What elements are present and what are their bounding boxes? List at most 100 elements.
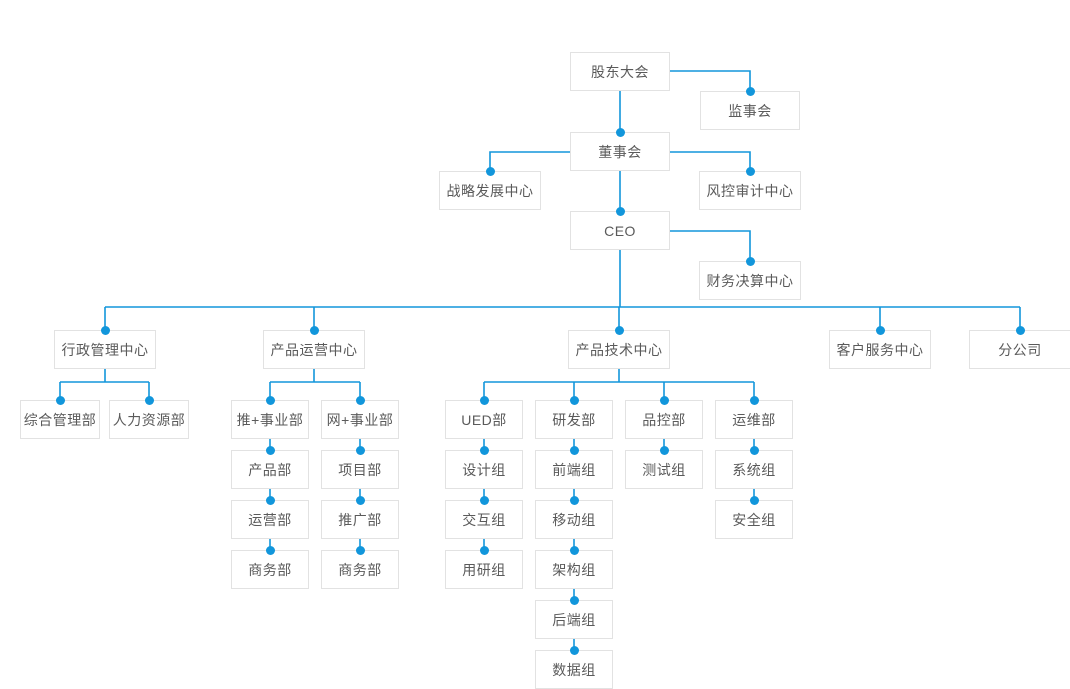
org-node-ops_tui_prod[interactable]: 产品部 bbox=[231, 450, 309, 489]
connector-dot-rnd_arch bbox=[569, 545, 579, 555]
connector-dot-prodtech bbox=[614, 325, 624, 335]
org-node-label: 后端组 bbox=[552, 611, 596, 628]
connector-dot-ops_wang_prom bbox=[355, 495, 365, 505]
org-node-ued_design[interactable]: 设计组 bbox=[445, 450, 523, 489]
connector-dot-rnd_data bbox=[569, 645, 579, 655]
org-node-admin_hr[interactable]: 人力资源部 bbox=[109, 400, 189, 439]
board-elbow-strategy bbox=[489, 151, 570, 171]
connector-dot-ceo bbox=[615, 206, 625, 216]
org-node-qa_test[interactable]: 测试组 bbox=[625, 450, 703, 489]
connector-dot-custservice bbox=[875, 325, 885, 335]
connector-dot-ops_wang_proj bbox=[355, 445, 365, 455]
connector-dot-rnd bbox=[569, 395, 579, 405]
org-node-ops_wang[interactable]: 网+事业部 bbox=[321, 400, 399, 439]
connector-dot-ops_sec bbox=[749, 495, 759, 505]
org-node-branch[interactable]: 分公司 bbox=[969, 330, 1070, 369]
org-node-label: 品控部 bbox=[642, 411, 686, 428]
org-node-ued_research[interactable]: 用研组 bbox=[445, 550, 523, 589]
org-node-label: 架构组 bbox=[552, 561, 596, 578]
org-node-label: 安全组 bbox=[732, 511, 776, 528]
org-node-ops_tui_ops[interactable]: 运营部 bbox=[231, 500, 309, 539]
org-node-label: 股东大会 bbox=[591, 63, 649, 80]
org-node-label: 研发部 bbox=[552, 411, 596, 428]
org-node-label: UED部 bbox=[461, 411, 507, 428]
org-node-finance[interactable]: 财务决算中心 bbox=[699, 261, 801, 300]
org-node-label: 产品部 bbox=[248, 461, 292, 478]
connector-dot-ops_sys bbox=[749, 445, 759, 455]
connector-dot-board bbox=[615, 127, 625, 137]
org-node-rnd_data[interactable]: 数据组 bbox=[535, 650, 613, 689]
shareholders-elbow-supervisors bbox=[670, 70, 751, 91]
org-node-supervisors[interactable]: 监事会 bbox=[700, 91, 800, 130]
connector-dot-riskaudit bbox=[745, 166, 755, 176]
connector-dot-ued_inter bbox=[479, 495, 489, 505]
org-node-rnd_mobile[interactable]: 移动组 bbox=[535, 500, 613, 539]
connector-dot-admin bbox=[100, 325, 110, 335]
org-node-ops_wang_prom[interactable]: 推广部 bbox=[321, 500, 399, 539]
org-node-label: 董事会 bbox=[598, 143, 642, 160]
org-node-ops_sec[interactable]: 安全组 bbox=[715, 500, 793, 539]
connector-dot-ops_maint bbox=[749, 395, 759, 405]
org-node-ops_tui_biz[interactable]: 商务部 bbox=[231, 550, 309, 589]
connector-dot-supervisors bbox=[745, 86, 755, 96]
org-node-rnd_front[interactable]: 前端组 bbox=[535, 450, 613, 489]
org-node-label: CEO bbox=[604, 222, 636, 239]
connector-dot-rnd_front bbox=[569, 445, 579, 455]
org-node-label: 行政管理中心 bbox=[61, 341, 149, 358]
org-node-label: 网+事业部 bbox=[326, 411, 394, 428]
connector-dot-rnd_mobile bbox=[569, 495, 579, 505]
org-node-label: 设计组 bbox=[462, 461, 506, 478]
org-node-ued_inter[interactable]: 交互组 bbox=[445, 500, 523, 539]
org-node-label: 产品运营中心 bbox=[270, 341, 358, 358]
org-node-label: 客户服务中心 bbox=[836, 341, 924, 358]
org-node-label: 综合管理部 bbox=[23, 411, 97, 428]
org-node-label: 风控审计中心 bbox=[706, 182, 794, 199]
board-elbow-riskaudit bbox=[670, 151, 751, 171]
connector-dot-ued bbox=[479, 395, 489, 405]
org-node-ops_tui[interactable]: 推+事业部 bbox=[231, 400, 309, 439]
org-node-label: 推+事业部 bbox=[236, 411, 304, 428]
org-node-shareholders[interactable]: 股东大会 bbox=[570, 52, 670, 91]
connector-dot-ops_tui_biz bbox=[265, 545, 275, 555]
ceo-elbow-finance bbox=[670, 230, 751, 261]
org-node-strategy[interactable]: 战略发展中心 bbox=[439, 171, 541, 210]
org-node-label: 商务部 bbox=[248, 561, 292, 578]
connector-dot-ops_tui_prod bbox=[265, 445, 275, 455]
org-node-admin[interactable]: 行政管理中心 bbox=[54, 330, 156, 369]
org-node-prodops[interactable]: 产品运营中心 bbox=[263, 330, 365, 369]
org-node-prodtech[interactable]: 产品技术中心 bbox=[568, 330, 670, 369]
org-node-admin_gen[interactable]: 综合管理部 bbox=[20, 400, 100, 439]
org-node-label: 用研组 bbox=[462, 561, 506, 578]
org-node-label: 数据组 bbox=[552, 661, 596, 678]
connector-dot-ops_wang bbox=[355, 395, 365, 405]
org-node-label: 测试组 bbox=[642, 461, 686, 478]
org-node-label: 推广部 bbox=[338, 511, 382, 528]
org-node-rnd_arch[interactable]: 架构组 bbox=[535, 550, 613, 589]
org-node-label: 人力资源部 bbox=[112, 411, 186, 428]
org-node-ops_sys[interactable]: 系统组 bbox=[715, 450, 793, 489]
connector-dot-ops_wang_biz bbox=[355, 545, 365, 555]
org-node-ops_wang_biz[interactable]: 商务部 bbox=[321, 550, 399, 589]
org-node-rnd[interactable]: 研发部 bbox=[535, 400, 613, 439]
connector-dot-qa bbox=[659, 395, 669, 405]
org-node-label: 交互组 bbox=[462, 511, 506, 528]
org-node-ceo[interactable]: CEO bbox=[570, 211, 670, 250]
org-node-ued[interactable]: UED部 bbox=[445, 400, 523, 439]
connector-dot-rnd_back bbox=[569, 595, 579, 605]
org-node-label: 系统组 bbox=[732, 461, 776, 478]
org-node-ops_maint[interactable]: 运维部 bbox=[715, 400, 793, 439]
org-node-label: 项目部 bbox=[338, 461, 382, 478]
org-node-board[interactable]: 董事会 bbox=[570, 132, 670, 171]
org-node-riskaudit[interactable]: 风控审计中心 bbox=[699, 171, 801, 210]
connector-dot-ued_research bbox=[479, 545, 489, 555]
org-node-label: 产品技术中心 bbox=[575, 341, 663, 358]
org-node-label: 运营部 bbox=[248, 511, 292, 528]
connector-dot-finance bbox=[745, 256, 755, 266]
org-node-custservice[interactable]: 客户服务中心 bbox=[829, 330, 931, 369]
connector-dot-prodops bbox=[309, 325, 319, 335]
org-node-qa[interactable]: 品控部 bbox=[625, 400, 703, 439]
connector-dot-admin_hr bbox=[144, 395, 154, 405]
org-node-rnd_back[interactable]: 后端组 bbox=[535, 600, 613, 639]
org-node-ops_wang_proj[interactable]: 项目部 bbox=[321, 450, 399, 489]
